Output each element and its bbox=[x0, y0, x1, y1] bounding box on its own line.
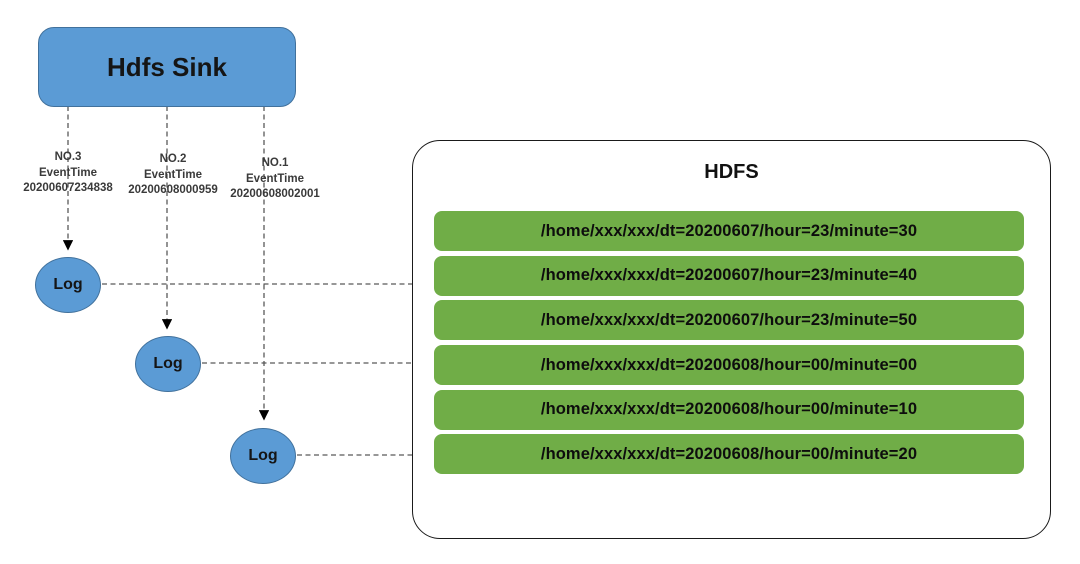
hdfs-title: HDFS bbox=[704, 161, 759, 183]
log-node-label: Log bbox=[153, 355, 183, 372]
hdfs-path-row: /home/xxx/xxx/dt=20200608/hour=00/minute… bbox=[434, 434, 1024, 475]
event-label-no1: NO.1 EventTime 20200608002001 bbox=[209, 156, 341, 203]
log-node-2: Log bbox=[135, 336, 201, 392]
hdfs-path-row: /home/xxx/xxx/dt=20200607/hour=23/minute… bbox=[434, 300, 1024, 341]
hdfs-path-list: /home/xxx/xxx/dt=20200607/hour=23/minute… bbox=[434, 211, 1024, 475]
log-node-label: Log bbox=[248, 447, 278, 464]
event-order: NO.2 bbox=[159, 153, 187, 165]
event-order: NO.1 bbox=[261, 157, 289, 169]
hdfs-path-row: /home/xxx/xxx/dt=20200608/hour=00/minute… bbox=[434, 389, 1024, 430]
log-node-1: Log bbox=[35, 257, 101, 313]
hdfs-container: HDFS /home/xxx/xxx/dt=20200607/hour=23/m… bbox=[412, 140, 1051, 539]
hdfs-path-row: /home/xxx/xxx/dt=20200608/hour=00/minute… bbox=[434, 345, 1024, 386]
event-timestamp: 20200608000959 bbox=[128, 184, 218, 196]
hdfs-sink-box: Hdfs Sink bbox=[38, 27, 296, 107]
event-timestamp: 20200608002001 bbox=[230, 188, 320, 200]
log-node-label: Log bbox=[53, 276, 83, 293]
event-field: EventTime bbox=[144, 168, 202, 181]
event-label-no2: NO.2 EventTime 20200608000959 bbox=[107, 152, 239, 199]
hdfs-sink-label: Hdfs Sink bbox=[107, 51, 227, 82]
event-field: EventTime bbox=[246, 172, 304, 185]
hdfs-path-row: /home/xxx/xxx/dt=20200607/hour=23/minute… bbox=[434, 211, 1024, 251]
hdfs-path-row: /home/xxx/xxx/dt=20200607/hour=23/minute… bbox=[434, 255, 1024, 296]
log-node-3: Log bbox=[230, 428, 296, 484]
